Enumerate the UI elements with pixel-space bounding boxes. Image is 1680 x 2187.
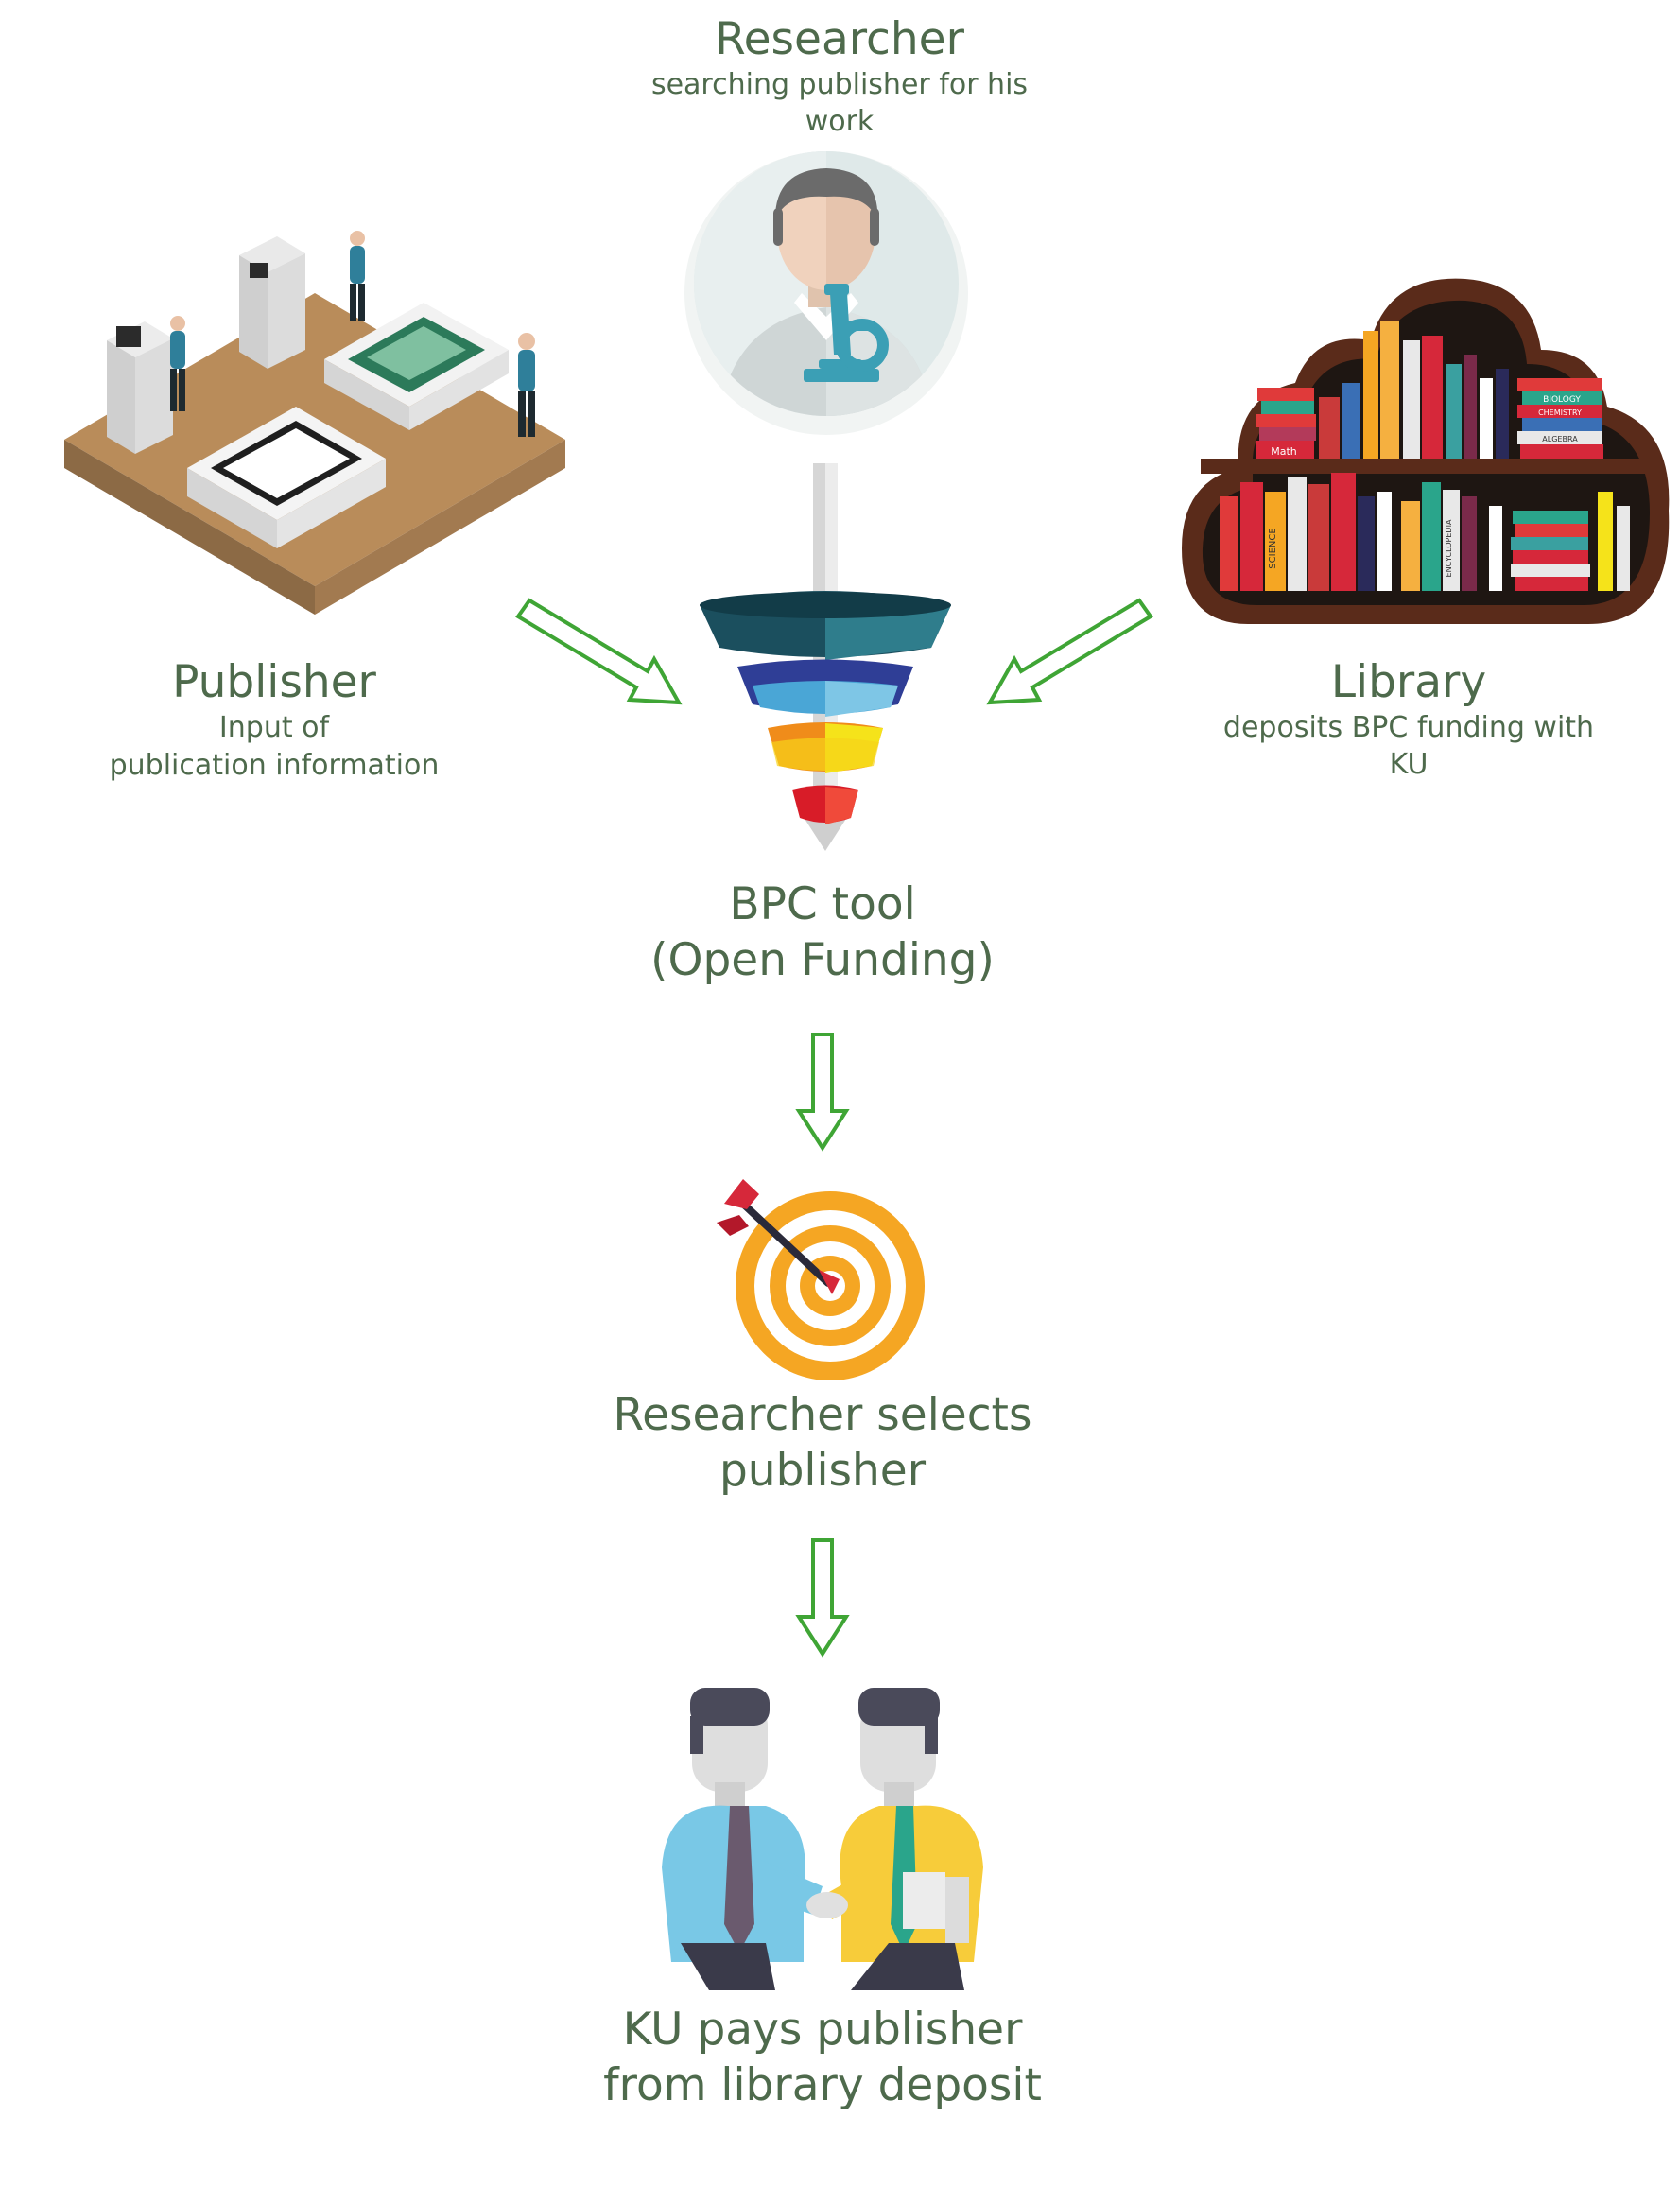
selection-label-line1: Researcher selects — [613, 1389, 1032, 1441]
publisher-subtitle-line2: publication information — [109, 749, 440, 782]
library-title: Library — [1330, 656, 1487, 708]
publisher-to-tool-arrow-icon — [515, 598, 683, 705]
publisher-title: Publisher — [172, 656, 376, 708]
payment-label-line1: KU pays publisher — [622, 2004, 1023, 2056]
book-label-math: Math — [1271, 445, 1297, 458]
publisher-subtitle-line1: Input of — [218, 711, 330, 744]
bpc-tool-label-line1: BPC tool — [729, 878, 916, 930]
library-bookshelf-cloud-icon: Math BIOLOGY CHEMISTRY ALGEBRA SCIENCE — [1182, 278, 1670, 624]
tool-to-selection-arrow-icon — [795, 1033, 850, 1152]
library-to-tool-arrow-icon — [986, 598, 1153, 705]
funnel-icon — [700, 463, 951, 851]
handshake-icon — [662, 1688, 983, 1990]
researcher-title: Researcher — [715, 13, 964, 65]
selection-label-line2: publisher — [719, 1445, 927, 1497]
library-subtitle: deposits BPC funding with KU — [1222, 711, 1595, 781]
book-label-chemistry: CHEMISTRY — [1538, 408, 1582, 417]
bpc-tool-label-line2: (Open Funding) — [650, 934, 995, 986]
researcher-subtitle: searching publisher for his work — [650, 68, 1029, 138]
publisher-print-shop-icon — [64, 231, 565, 615]
payment-label-line2: from library deposit — [603, 2059, 1042, 2111]
target-icon — [717, 1179, 925, 1380]
book-label-science: SCIENCE — [1268, 528, 1278, 568]
book-label-encyclopedia: ENCYCLOPEDIA — [1445, 519, 1453, 577]
book-label-biology: BIOLOGY — [1543, 395, 1581, 405]
researcher-avatar-icon — [684, 151, 968, 435]
selection-to-payment-arrow-icon — [795, 1538, 850, 1658]
book-label-algebra: ALGEBRA — [1542, 435, 1578, 443]
